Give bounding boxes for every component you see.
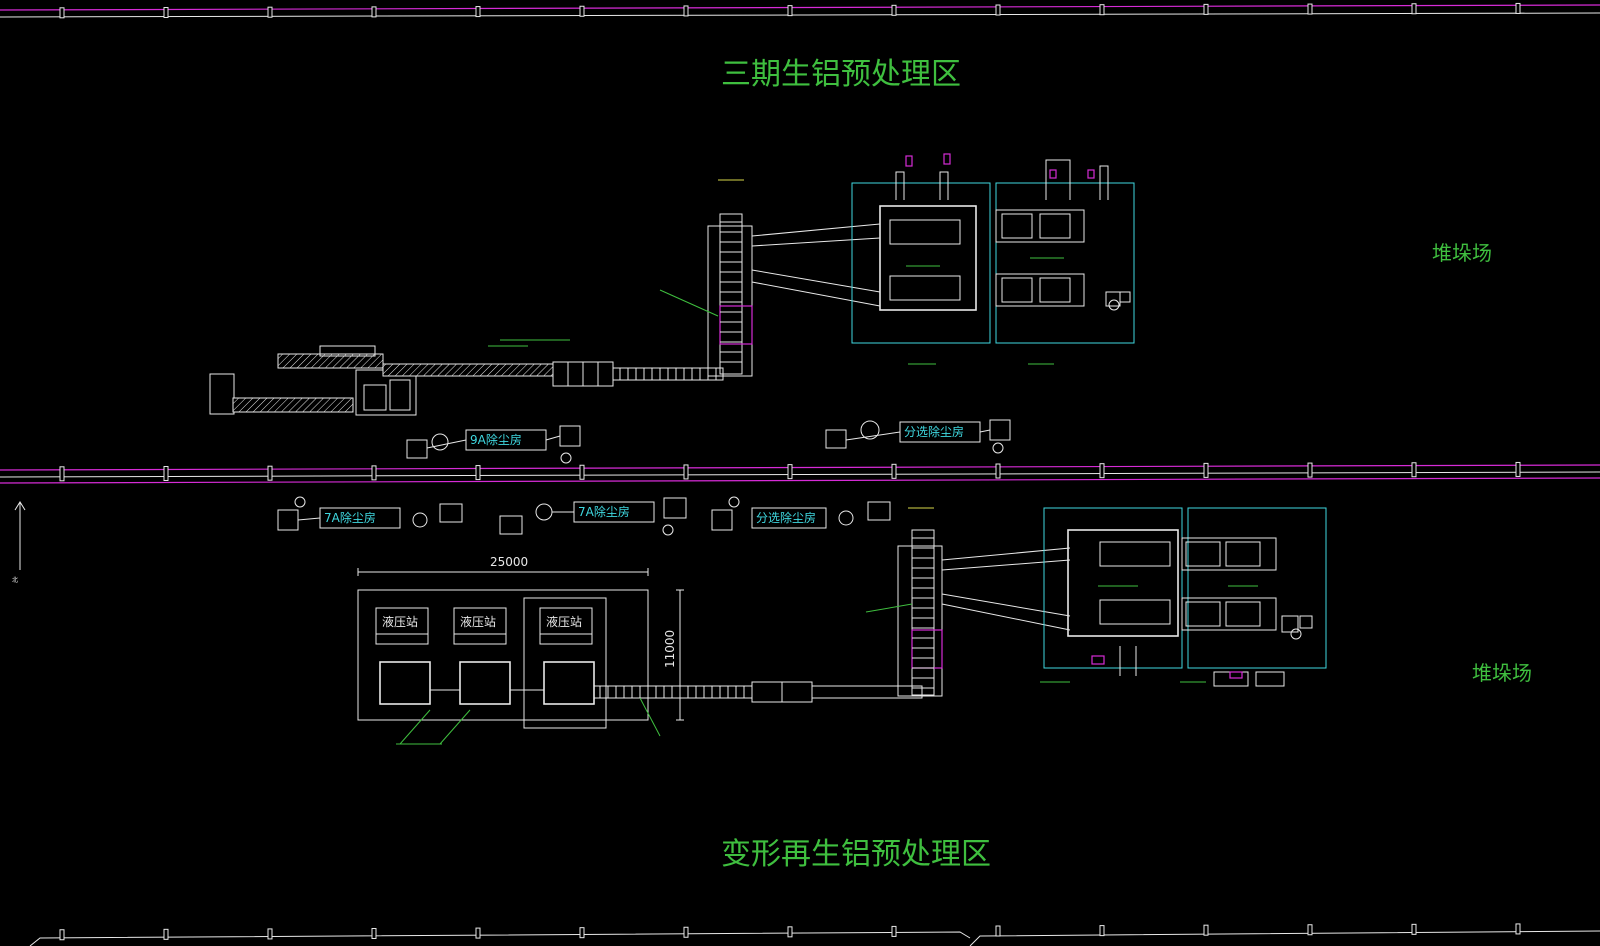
boundary-post bbox=[1099, 4, 1105, 16]
upper-shredder-block bbox=[851, 153, 1135, 344]
boundary-post bbox=[579, 927, 585, 939]
boundary-post bbox=[163, 7, 169, 19]
boundary-post bbox=[475, 6, 481, 18]
boundary-top bbox=[0, 2, 1600, 19]
boundary-post bbox=[683, 464, 689, 480]
boundary-post bbox=[683, 5, 689, 17]
hydraulic-building bbox=[357, 568, 923, 745]
boundary-post bbox=[683, 926, 689, 938]
north-arrow bbox=[14, 501, 26, 570]
upper-9a-dust-room bbox=[406, 425, 581, 464]
north-label: 北 bbox=[12, 576, 18, 584]
boundary-post bbox=[475, 927, 481, 939]
stockyard-upper-label: 堆垛场 bbox=[1432, 241, 1492, 265]
boundary-post bbox=[995, 925, 1001, 937]
boundary-post bbox=[891, 463, 897, 479]
boundary-post bbox=[1203, 462, 1209, 478]
boundary-post bbox=[267, 6, 273, 18]
boundary-middle bbox=[0, 461, 1600, 484]
lower-7a-dust-room-1 bbox=[277, 496, 463, 531]
boundary-post bbox=[579, 5, 585, 17]
boundary-post bbox=[163, 466, 169, 482]
boundary-post bbox=[1099, 463, 1105, 479]
boundary-post bbox=[1203, 924, 1209, 936]
upper-feed-line bbox=[209, 345, 724, 416]
boundary-post bbox=[59, 7, 65, 19]
boundary-post bbox=[267, 928, 273, 940]
upper-leaders bbox=[500, 223, 881, 341]
stockyard-lower-label: 堆垛场 bbox=[1472, 661, 1532, 685]
hydraulic-station-2: 液压站 bbox=[460, 614, 496, 629]
upper-bucket-elevator bbox=[707, 213, 753, 377]
boundary-post bbox=[891, 4, 897, 16]
boundary-post bbox=[995, 463, 1001, 479]
lower-sort-dust-label: 分选除尘房 bbox=[756, 510, 816, 525]
boundary-post bbox=[995, 4, 1001, 16]
boundary-post bbox=[371, 928, 377, 940]
boundary-post bbox=[1203, 3, 1209, 15]
lower-7a-dust-label-1: 7A除尘房 bbox=[324, 510, 376, 525]
boundary-post bbox=[163, 928, 169, 940]
boundary-post bbox=[787, 464, 793, 480]
boundary-post bbox=[1515, 461, 1521, 477]
boundary-post bbox=[1411, 462, 1417, 478]
boundary-post bbox=[1099, 925, 1105, 937]
boundary-post bbox=[1307, 462, 1313, 478]
boundary-post bbox=[787, 5, 793, 17]
dimension-width: 25000 bbox=[490, 555, 528, 569]
lower-zone-title: 变形再生铝预处理区 bbox=[721, 837, 991, 872]
dimension-height: 11000 bbox=[663, 630, 677, 668]
boundary-bottom bbox=[29, 923, 1600, 946]
lower-7a-dust-room-2 bbox=[499, 497, 687, 536]
boundary-post bbox=[1411, 923, 1417, 935]
lower-7a-dust-label-2: 7A除尘房 bbox=[578, 504, 630, 519]
upper-zone-title: 三期生铝预处理区 bbox=[721, 57, 961, 92]
boundary-post bbox=[371, 6, 377, 18]
boundary-post bbox=[59, 929, 65, 941]
upper-9a-dust-label: 9A除尘房 bbox=[470, 432, 522, 447]
boundary-post bbox=[1411, 3, 1417, 15]
boundary-post bbox=[1515, 923, 1521, 935]
lower-sort-dust-room bbox=[711, 496, 891, 531]
hydraulic-station-3: 液压站 bbox=[546, 614, 582, 629]
lower-shredder-block bbox=[1043, 507, 1327, 687]
lower-bucket-elevator bbox=[865, 529, 1071, 697]
boundary-post bbox=[59, 466, 65, 482]
upper-sort-dust-room bbox=[825, 419, 1011, 454]
boundary-post bbox=[579, 464, 585, 480]
boundary-post bbox=[475, 465, 481, 481]
boundary-post bbox=[891, 925, 897, 937]
boundary-post bbox=[1307, 3, 1313, 15]
boundary-post bbox=[1307, 924, 1313, 936]
boundary-post bbox=[267, 465, 273, 481]
upper-sort-dust-label: 分选除尘房 bbox=[904, 424, 964, 439]
boundary-post bbox=[371, 465, 377, 481]
boundary-post bbox=[787, 926, 793, 938]
hydraulic-station-1: 液压站 bbox=[382, 614, 418, 629]
small-annotation-marks bbox=[488, 179, 1258, 683]
boundary-post bbox=[1515, 2, 1521, 14]
